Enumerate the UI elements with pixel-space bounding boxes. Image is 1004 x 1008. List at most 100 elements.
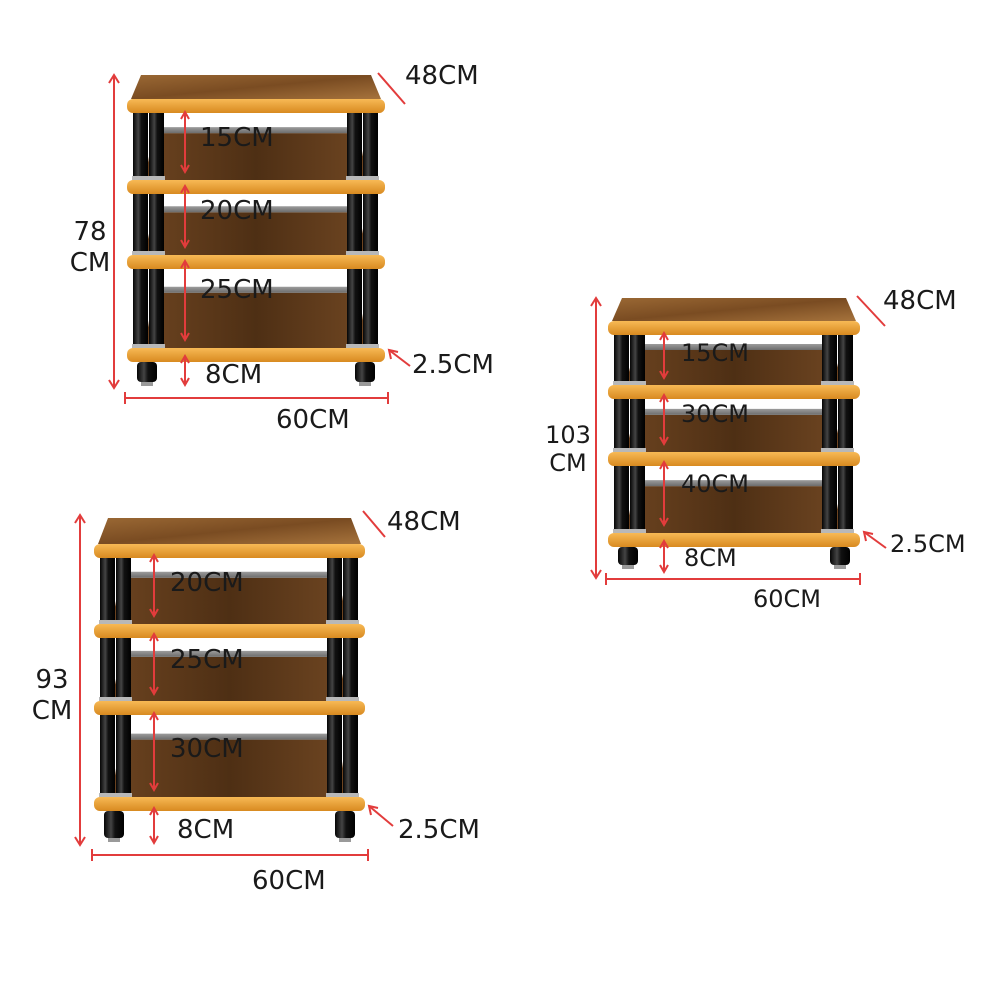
rack-103-foot bbox=[618, 547, 638, 565]
rack-93-foot-label: 8CM bbox=[177, 815, 235, 845]
rack-78-gap-arrow-bottom-3 bbox=[180, 332, 190, 343]
rack-93-gap-arrow-bottom-2 bbox=[149, 686, 159, 697]
rack-93-pillar-ring bbox=[115, 697, 132, 701]
rack-78-shelf-surface bbox=[145, 212, 367, 255]
rack-93-gap-3-label: 30CM bbox=[170, 734, 244, 764]
rack-93-pillar-ring bbox=[326, 793, 343, 797]
rack-93-gap-arrow-top-3 bbox=[149, 710, 159, 721]
rack-78-height-label: 78 CM bbox=[62, 217, 118, 278]
rack-78-depth-dimension-line bbox=[377, 72, 406, 105]
rack-93-shelf-trim-1 bbox=[94, 544, 365, 558]
rack-93-pillar bbox=[116, 715, 131, 797]
rack-78-width-label: 60CM bbox=[276, 405, 350, 435]
rack-93-depth-label: 48CM bbox=[387, 507, 461, 537]
rack-78-gap-arrow-top-4 bbox=[180, 353, 190, 364]
rack-103-drawing bbox=[590, 295, 887, 585]
rack-93-pillar bbox=[116, 558, 131, 624]
rack-78-shelf-trim-3 bbox=[127, 255, 385, 269]
rack-103-gap-arrow-bottom-3 bbox=[659, 517, 669, 528]
rack-103-shelf-surface bbox=[626, 350, 842, 385]
rack-93-height-arrow-top bbox=[74, 513, 86, 524]
rack-93-pillar-ring bbox=[342, 697, 359, 701]
rack-78-pillar bbox=[363, 269, 378, 348]
rack-103-gap-arrow-bottom-4 bbox=[659, 564, 669, 575]
rack-103-gap-arrow-top-2 bbox=[659, 392, 669, 403]
rack-78-pillar bbox=[133, 113, 148, 180]
rack-103-pillar bbox=[838, 399, 853, 452]
rack-78-gap-arrow-top-2 bbox=[180, 183, 190, 194]
rack-78-top-board bbox=[131, 75, 381, 99]
rack-78-foot bbox=[355, 362, 375, 382]
rack-93-glass-edge bbox=[120, 650, 339, 657]
rack-103-width-label: 60CM bbox=[753, 585, 822, 613]
rack-78-height-unit: CM bbox=[69, 247, 111, 278]
rack-103-pillar-ring bbox=[629, 529, 646, 533]
rack-103-pillar-ring bbox=[821, 529, 838, 533]
rack-93-gap-arrow-top-2 bbox=[149, 631, 159, 642]
rack-93-gap-arrow-top-1 bbox=[149, 552, 159, 563]
rack-78-height-arrow-top bbox=[108, 73, 120, 84]
rack-93-pillar bbox=[327, 715, 342, 797]
rack-78-shelf-surface bbox=[145, 292, 367, 348]
rack-93-shelf-surface bbox=[112, 577, 347, 624]
rack-93-depth-dimension-line bbox=[362, 510, 386, 538]
rack-93-pillar-ring bbox=[326, 697, 343, 701]
rack-78-glass-edge bbox=[153, 206, 359, 213]
rack-103-glass-edge bbox=[634, 344, 834, 350]
rack-93-pillar bbox=[327, 638, 342, 701]
rack-78-gap-3-label: 25CM bbox=[200, 275, 274, 305]
rack-103-glass-edge bbox=[634, 408, 834, 415]
rack-93-pillar-ring bbox=[115, 620, 132, 624]
rack-78-pillar-ring bbox=[362, 176, 379, 180]
rack-78-thickness-arrowhead bbox=[387, 348, 399, 360]
rack-78-pillar bbox=[347, 269, 362, 348]
rack-103-gap-arrow-top-3 bbox=[659, 459, 669, 470]
rack-78-foot-spike bbox=[141, 382, 153, 386]
rack-93-gap-arrow-bottom-1 bbox=[149, 608, 159, 619]
rack-103-shelf-surface bbox=[626, 414, 842, 452]
rack-93-shelf-trim-2 bbox=[94, 624, 365, 638]
rack-78-pillar-ring bbox=[362, 251, 379, 255]
rack-93-pillar-ring bbox=[342, 620, 359, 624]
rack-78-pillar bbox=[149, 194, 164, 255]
rack-93-top-board bbox=[98, 518, 361, 544]
rack-103-thickness-pointer bbox=[863, 531, 887, 549]
rack-78-pillar-ring bbox=[132, 176, 149, 180]
rack-78-thickness-pointer bbox=[388, 349, 411, 367]
rack-103-foot-label: 8CM bbox=[684, 544, 737, 572]
rack-103-height-arrow-bottom bbox=[590, 569, 602, 580]
rack-93-pillar bbox=[327, 558, 342, 624]
rack-93-thickness-arrowhead bbox=[367, 804, 379, 816]
rack-93-width-label: 60CM bbox=[252, 866, 326, 896]
rack-103-shelf-trim-4 bbox=[608, 533, 860, 547]
rack-103-shelf-trim-2 bbox=[608, 385, 860, 399]
rack-93-foot bbox=[104, 811, 124, 838]
rack-93-height-label: 93 CM bbox=[24, 665, 80, 726]
rack-103-pillar-ring bbox=[613, 448, 630, 452]
rack-78-pillar-ring bbox=[148, 344, 165, 348]
rack-93-pillar-ring bbox=[326, 620, 343, 624]
rack-78-height-value: 78 bbox=[73, 217, 107, 247]
rack-78-shelf-trim-4 bbox=[127, 348, 385, 362]
rack-103-height-unit: CM bbox=[549, 449, 587, 478]
rack-93-gap-1-label: 20CM bbox=[170, 568, 244, 598]
rack-103-top-board bbox=[612, 298, 856, 321]
rack-103-pillar bbox=[822, 399, 837, 452]
rack-78-gap-2-label: 20CM bbox=[200, 196, 274, 226]
rack-103-pillar-ring bbox=[837, 448, 854, 452]
rack-93-thickness-label: 2.5CM bbox=[398, 815, 480, 845]
rack-103-pillar bbox=[630, 335, 645, 385]
rack-93-shelf-trim-4 bbox=[94, 797, 365, 811]
rack-93-pillar bbox=[100, 715, 115, 797]
rack-103-shelf-trim-1 bbox=[608, 321, 860, 335]
rack-93-shelf-surface bbox=[112, 739, 347, 797]
rack-103-height-value: 103 bbox=[545, 421, 591, 449]
rack-103-depth-dimension-line bbox=[856, 295, 886, 327]
rack-93-gap-2-label: 25CM bbox=[170, 645, 244, 675]
rack-103-shelf-trim-3 bbox=[608, 452, 860, 466]
rack-93-pillar bbox=[343, 715, 358, 797]
rack-93-thickness-pointer bbox=[368, 805, 394, 827]
rack-103-pillar-ring bbox=[837, 529, 854, 533]
rack-93-pillar-ring bbox=[99, 793, 116, 797]
